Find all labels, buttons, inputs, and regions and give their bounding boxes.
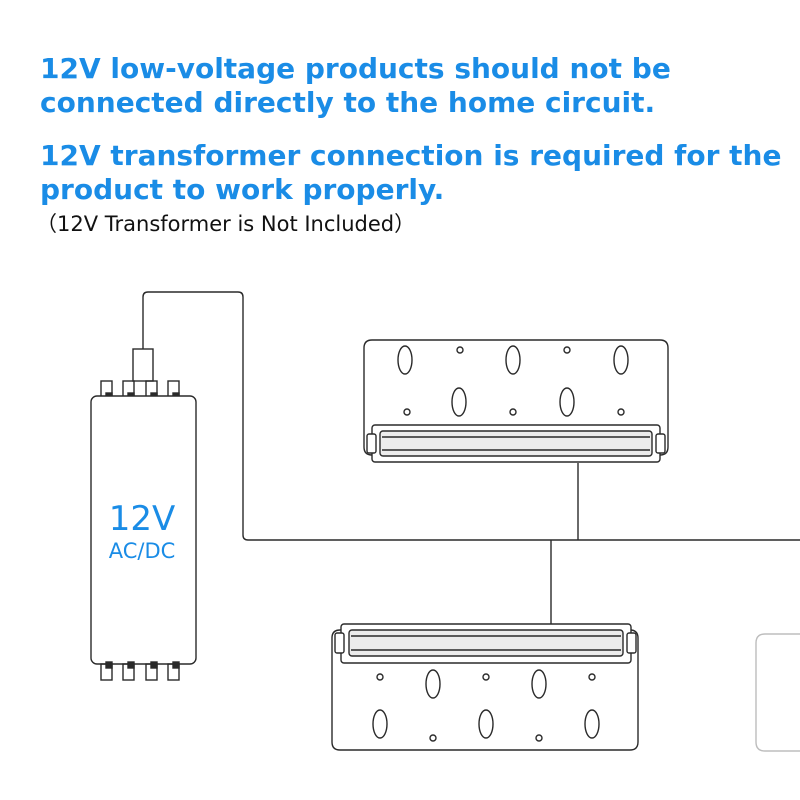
upper-led-bar <box>366 424 666 463</box>
lower-light-fixture <box>331 623 639 751</box>
upper-light-fixture <box>363 339 669 463</box>
warning-line-2: connected directly to the home circuit. <box>40 86 656 119</box>
lower-led-bar <box>334 623 637 664</box>
partial-fixture-right-edge <box>755 633 800 752</box>
requirement-line-1: 12V transformer connection is required f… <box>40 139 782 172</box>
lower-bracket-holes <box>372 669 600 742</box>
warning-heading: 12V low-voltage products should not be c… <box>40 52 671 120</box>
transformer-body <box>90 395 197 665</box>
requirement-heading: 12V transformer connection is required f… <box>40 139 781 207</box>
requirement-line-2: product to work properly. <box>40 173 445 206</box>
transformer <box>90 348 197 681</box>
warning-line-1: 12V low-voltage products should not be <box>40 52 671 85</box>
transformer-voltage-label: 12V <box>109 499 176 539</box>
transformer-not-included-note: （12V Transformer is Not Included） <box>36 212 416 236</box>
wiring-lines <box>142 291 800 630</box>
transformer-type-label: AC/DC <box>109 539 176 563</box>
transformer-bottom-terminals <box>100 661 180 681</box>
upper-bracket-holes <box>397 345 629 417</box>
